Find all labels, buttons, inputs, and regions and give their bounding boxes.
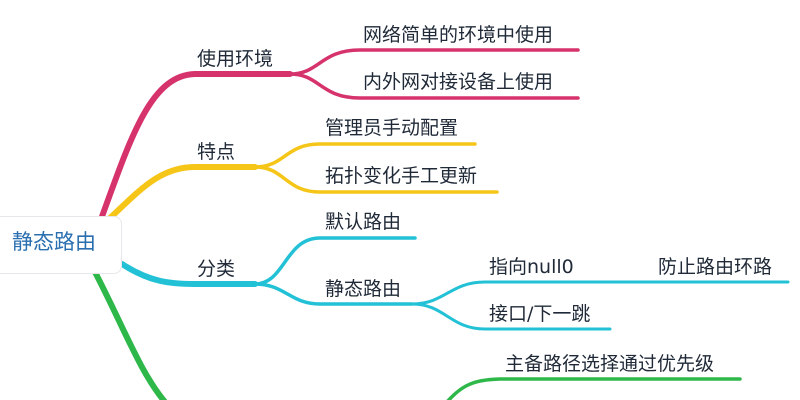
node-bottom-child-1[interactable]: 主备路径选择通过优先级: [505, 353, 715, 375]
edge-usage-child-1: [288, 48, 580, 76]
node-usage-child-1[interactable]: 网络简单的环境中使用: [363, 24, 554, 46]
edge-static-interface: [410, 302, 612, 331]
edge-static-null0: [410, 280, 600, 306]
edge-features-child-2: [253, 165, 499, 194]
root-node[interactable]: [0, 216, 122, 274]
node-category[interactable]: 分类: [197, 258, 236, 280]
edge-root-usage: [97, 71, 293, 225]
edge-root-category: [119, 261, 258, 287]
node-usage-child-2[interactable]: 内外网对接设备上使用: [363, 71, 554, 93]
edge-root-bottom: [92, 269, 168, 400]
node-interface-nexthop[interactable]: 接口/下一跳: [489, 303, 591, 325]
edge-root-features: [107, 164, 258, 221]
node-default-route[interactable]: 默认路由: [325, 211, 402, 233]
node-null0[interactable]: 指向null0: [489, 256, 574, 278]
edge-category-static: [253, 282, 414, 306]
node-features-child-1[interactable]: 管理员手动配置: [325, 117, 459, 139]
edge-usage-child-2: [288, 72, 580, 100]
edge-features-child-1: [253, 142, 477, 169]
node-features[interactable]: 特点: [197, 141, 236, 163]
node-features-child-2[interactable]: 拓扑变化手工更新: [325, 165, 478, 187]
edge-category-default: [253, 236, 417, 286]
node-static-route[interactable]: 静态路由: [325, 278, 402, 300]
root-node-label: 静态路由: [12, 230, 96, 254]
node-null0-child[interactable]: 防止路由环路: [658, 256, 773, 278]
node-usage[interactable]: 使用环境: [197, 48, 274, 70]
edge-bottom-child-1: [446, 377, 742, 400]
